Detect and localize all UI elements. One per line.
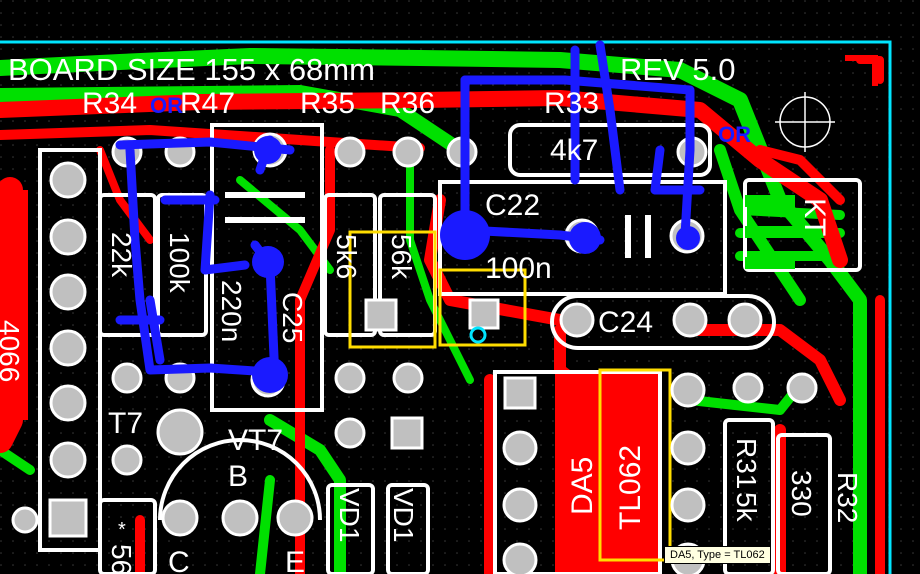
label-tl062: TL062 xyxy=(614,445,647,530)
da5-top-copper-pour xyxy=(555,372,660,574)
label-r-22k: 22k xyxy=(106,232,137,278)
label-c25: C25 xyxy=(277,292,308,343)
markup-or-1: OR xyxy=(150,93,183,118)
label-r31: R31 xyxy=(731,438,762,489)
label-r-5k6: 5k6 xyxy=(331,234,362,279)
label-vt7-b: B xyxy=(228,460,248,493)
label-r34: R34 xyxy=(82,87,137,120)
label-r47: R47 xyxy=(180,87,235,120)
target-mark xyxy=(775,92,835,152)
label-bottom-cut-2: 56 xyxy=(106,544,137,574)
label-c25-value: 220n xyxy=(216,280,247,342)
label-kt: KT xyxy=(798,198,831,236)
label-c24: C24 xyxy=(598,306,653,339)
label-c22: C22 xyxy=(485,189,540,222)
board-outline xyxy=(0,40,892,574)
label-r-330: 330 xyxy=(786,470,817,517)
label-vd1: VD1 xyxy=(334,488,365,542)
label-ic-4066: 4066 xyxy=(0,320,25,382)
label-r36: R36 xyxy=(380,87,435,120)
label-vt7-e: E xyxy=(285,546,305,574)
board-size-label: BOARD SIZE 155 x 68mm xyxy=(8,52,375,87)
label-r-100k: 100k xyxy=(164,232,195,294)
capacitor-symbols xyxy=(225,192,651,258)
label-vt7-c: C xyxy=(168,546,190,574)
label-r32: R32 xyxy=(832,472,863,523)
label-r35: R35 xyxy=(300,87,355,120)
corner-mark xyxy=(845,55,878,86)
hand-markup-blobs xyxy=(252,136,700,393)
label-r-56k: 56k xyxy=(386,234,417,280)
left-copper-pour xyxy=(0,190,28,420)
label-t7: T7 xyxy=(108,407,143,440)
revision-label: REV 5.0 xyxy=(620,52,735,87)
kt-connector xyxy=(745,195,795,269)
label-c22-value: 100n xyxy=(485,252,552,285)
label-vd-2: VD1 xyxy=(388,488,419,542)
label-r31-value: 5k xyxy=(731,492,762,523)
label-da5: DA5 xyxy=(566,457,599,515)
component-tooltip: DA5, Type = TL062 xyxy=(664,546,771,564)
cyan-via xyxy=(469,326,487,344)
markup-or-2: OR xyxy=(718,122,751,147)
label-vt7: VT7 xyxy=(228,424,283,457)
label-r33-value: 4k7 xyxy=(550,134,598,167)
label-star: * xyxy=(118,519,126,541)
label-r33: R33 xyxy=(544,87,599,120)
keepout-outlines xyxy=(348,230,672,562)
